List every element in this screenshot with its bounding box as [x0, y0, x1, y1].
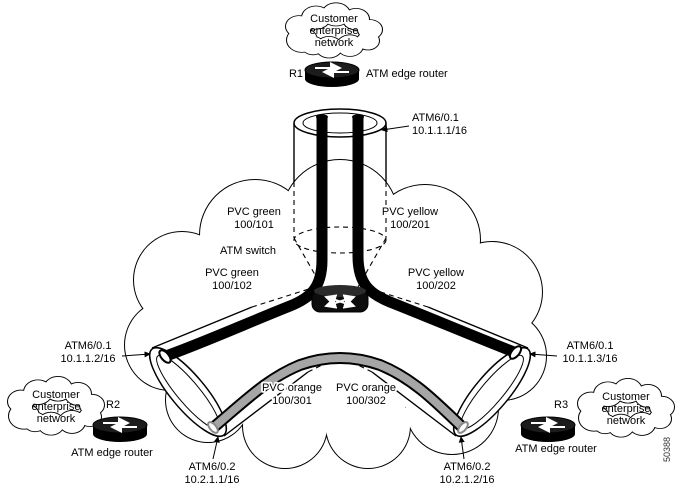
pvc-yellow-lower-label: PVC yellow 100/202	[406, 265, 466, 294]
router-r2-name: R2	[106, 399, 120, 411]
figure-number: 50388	[662, 437, 672, 462]
interface-r3-lower-ip: 10.2.1.2/16	[439, 474, 494, 486]
cloud-left-line3: network	[37, 413, 76, 425]
pipe-left	[148, 287, 349, 438]
atm-switch-label: ATM switch	[220, 245, 276, 257]
interface-r3-upper-port: ATM6/0.1	[567, 340, 614, 352]
interface-r1-label: ATM6/0.1 10.1.1.1/16	[381, 112, 467, 137]
svg-text:100/101: 100/101	[234, 219, 274, 231]
svg-text:PVC yellow: PVC yellow	[408, 267, 464, 279]
router-icon-r1	[305, 62, 359, 87]
cloud-top-line1: Customer	[310, 13, 358, 25]
pvc-orange-left-label: PVC orange 100/301	[260, 380, 323, 409]
router-icon-r2	[93, 417, 147, 442]
pvc-end-caps	[158, 114, 523, 434]
cloud-right: Customer enterprise network	[577, 377, 675, 438]
interface-r2-lower-arrow	[212, 436, 220, 460]
interface-r3-lower-port: ATM6/0.2	[444, 461, 491, 473]
cloud-top: Customer enterprise network	[285, 2, 383, 59]
interface-r3-upper-ip: 10.1.1.3/16	[562, 353, 617, 365]
cloud-left-line1: Customer	[32, 389, 80, 401]
svg-text:100/301: 100/301	[272, 395, 312, 407]
pvc-orange-path	[211, 354, 465, 431]
cloud-top-line3: network	[315, 37, 354, 49]
svg-text:100/102: 100/102	[212, 280, 252, 292]
interface-r2-lower-port: ATM6/0.2	[189, 461, 236, 473]
cloud-right-line3: network	[607, 415, 646, 427]
svg-text:100/302: 100/302	[346, 395, 386, 407]
router-icon-r3	[521, 417, 575, 442]
cloud-left-line2: enterprise	[32, 401, 81, 413]
svg-text:PVC green: PVC green	[227, 206, 281, 218]
interface-r3-lower-arrow	[458, 436, 465, 460]
interface-r1-ip: 10.1.1.1/16	[412, 125, 467, 137]
pvc-green-lower-label: PVC green 100/102	[203, 265, 260, 294]
pvc-green-path	[164, 117, 328, 362]
pvc-yellow-path	[352, 117, 516, 358]
router-r1-label: ATM edge router	[366, 68, 448, 80]
atm-switch-icon	[311, 285, 369, 313]
svg-text:100/202: 100/202	[416, 280, 456, 292]
cloud-left: Customer enterprise network	[7, 375, 105, 436]
pvc-yellow-upper-label: PVC yellow 100/201	[380, 204, 440, 233]
cloud-right-line1: Customer	[602, 391, 650, 403]
cloud-top-line2: enterprise	[310, 25, 359, 37]
interface-r2-lower-label: ATM6/0.2 10.2.1.1/16	[184, 436, 240, 486]
cloud-right-line2: enterprise	[602, 403, 651, 415]
interface-r1-port: ATM6/0.1	[412, 112, 459, 124]
svg-text:PVC orange: PVC orange	[262, 382, 322, 394]
router-r3-label: ATM edge router	[515, 443, 597, 455]
svg-text:PVC green: PVC green	[205, 267, 259, 279]
router-r1-name: R1	[289, 68, 303, 80]
interface-r3-lower-label: ATM6/0.2 10.2.1.2/16	[439, 436, 495, 486]
svg-text:PVC orange: PVC orange	[336, 382, 396, 394]
interface-r1-arrow	[381, 125, 410, 133]
svg-text:PVC yellow: PVC yellow	[382, 206, 438, 218]
interface-r3-upper-label: ATM6/0.1 10.1.1.3/16	[529, 340, 618, 365]
pvc-orange-right-label: PVC orange 100/302	[334, 380, 397, 409]
interface-r2-lower-ip: 10.2.1.1/16	[184, 474, 239, 486]
pvc-green-upper-label: PVC green 100/101	[225, 204, 282, 233]
interface-r2-upper-ip: 10.1.1.2/16	[60, 353, 115, 365]
router-r3-name: R3	[554, 399, 568, 411]
svg-text:100/201: 100/201	[390, 219, 430, 231]
interface-r2-upper-label: ATM6/0.1 10.1.1.2/16	[60, 340, 151, 365]
interface-r2-upper-arrow	[121, 351, 151, 358]
interface-r2-upper-port: ATM6/0.1	[65, 340, 112, 352]
interface-r3-upper-arrow	[529, 351, 558, 358]
router-r2-label: ATM edge router	[71, 447, 153, 459]
